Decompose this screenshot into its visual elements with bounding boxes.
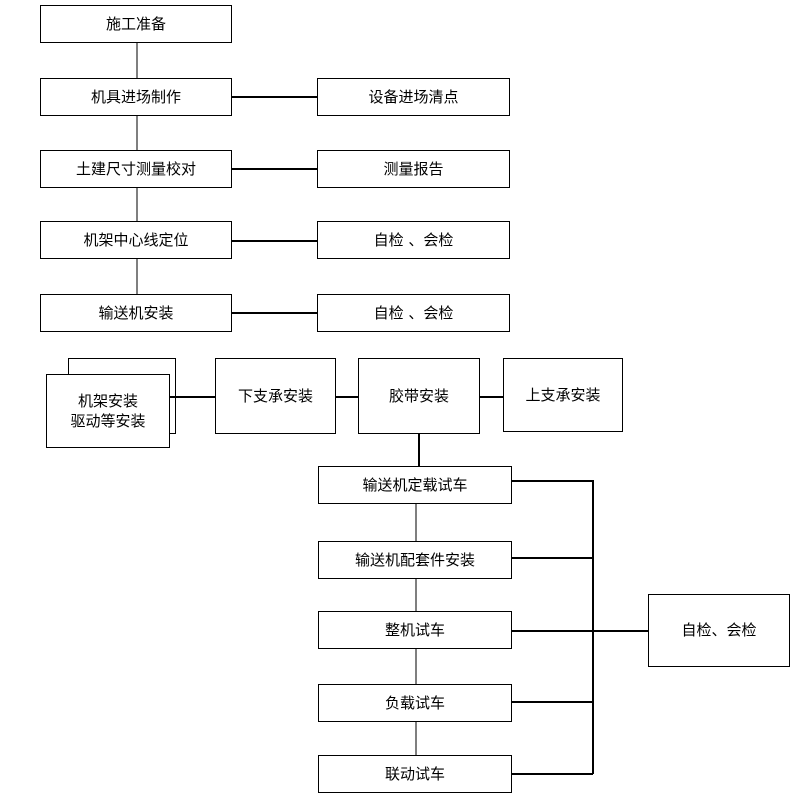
process-box-n7[interactable]: 自检 、会检 [317,221,510,259]
process-box-n6[interactable]: 机架中心线定位 [40,221,232,259]
connector-n20-to-bus [512,773,593,775]
connector-n17-to-n19 [415,649,417,685]
process-box-n13[interactable]: 胶带安装 [358,358,480,434]
connector-n1-to-n2 [136,43,138,79]
process-box-n14[interactable]: 上支承安装 [503,358,623,432]
connector-n13-to-n14 [480,396,504,398]
connector-bus-to-n18 [592,630,649,632]
process-box-n3[interactable]: 设备进场清点 [317,78,510,116]
connector-n15-to-n16 [415,504,417,542]
connector-n11-to-n12 [170,396,216,398]
connector-n6-to-n8 [136,259,138,295]
process-box-n12[interactable]: 下支承安装 [215,358,336,434]
connector-n8-to-n9 [232,312,318,314]
process-box-n16[interactable]: 输送机配套件安装 [318,541,512,579]
connector-n16-to-bus [512,557,593,559]
process-box-n9[interactable]: 自检 、会检 [317,294,510,332]
connector-n4-to-n5 [232,168,318,170]
process-box-n2[interactable]: 机具进场制作 [40,78,232,116]
connector-n15-to-bus [512,480,593,482]
connector-bus-to-bus [592,480,594,774]
process-box-n17[interactable]: 整机试车 [318,611,512,649]
connector-n2-to-n4 [136,116,138,151]
connector-n19-to-bus [512,701,593,703]
process-box-n19[interactable]: 负载试车 [318,684,512,722]
process-box-n18[interactable]: 自检、会检 [648,594,790,667]
connector-n13-to-n15 [418,434,420,467]
connector-n17-to-bus [512,630,593,632]
process-box-n8[interactable]: 输送机安装 [40,294,232,332]
process-box-n11[interactable]: 机架安装 驱动等安装 [46,374,170,448]
connector-n6-to-n7 [232,240,318,242]
process-box-n4[interactable]: 土建尺寸测量校对 [40,150,232,188]
connector-n12-to-n13 [336,396,359,398]
process-box-n20[interactable]: 联动试车 [318,755,512,793]
connector-n16-to-n17 [415,579,417,612]
connector-n4-to-n6 [136,188,138,222]
process-box-n15[interactable]: 输送机定载试车 [318,466,512,504]
process-box-n1[interactable]: 施工准备 [40,5,232,43]
connector-n19-to-n20 [415,722,417,756]
process-box-n5[interactable]: 测量报告 [317,150,510,188]
connector-n2-to-n3 [232,96,318,98]
